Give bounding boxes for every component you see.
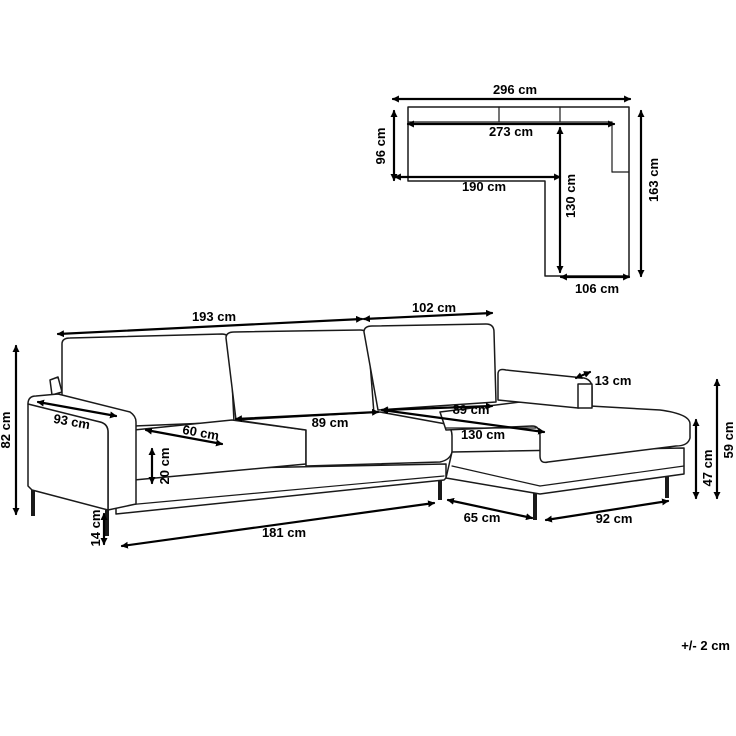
- leg-left-back: [31, 488, 35, 516]
- sofa-perspective: [27, 323, 691, 536]
- leg-left-front: [105, 508, 109, 536]
- label-13: 13 cm: [595, 373, 632, 388]
- label-65: 65 cm: [464, 510, 501, 525]
- dim-line-65: [446, 497, 534, 521]
- dim-line-130-chaise: [380, 407, 546, 435]
- label-82: 82 cm: [0, 412, 13, 449]
- dim-line-102: [362, 309, 494, 323]
- plan-outline: [407, 106, 630, 277]
- label-92: 92 cm: [596, 511, 633, 526]
- dim-line-93: [36, 399, 118, 419]
- label-96: 96 cm: [373, 128, 388, 165]
- label-93: 93 cm: [52, 411, 91, 432]
- dim-line-193: [56, 315, 364, 338]
- label-130-top: 130 cm: [563, 174, 578, 218]
- label-89-left: 89 cm: [312, 415, 349, 430]
- left-arm-back: [49, 376, 63, 396]
- label-296: 296 cm: [493, 82, 537, 97]
- back-cushion-middle: [225, 329, 375, 421]
- label-47: 47 cm: [700, 450, 715, 487]
- dim-line-92: [544, 498, 670, 523]
- label-190: 190 cm: [462, 179, 506, 194]
- leg-mid: [438, 478, 442, 500]
- label-89-right: 89 cm: [453, 402, 490, 417]
- label-181: 181 cm: [262, 525, 306, 540]
- chaise-base-line-1: [451, 465, 541, 487]
- label-60: 60 cm: [181, 422, 220, 443]
- label-20: 20 cm: [157, 448, 172, 485]
- tolerance-note: +/- 2 cm: [681, 638, 730, 653]
- label-273: 273 cm: [489, 124, 533, 139]
- label-14: 14 cm: [88, 510, 103, 547]
- label-193: 193 cm: [192, 309, 236, 324]
- leg-chaise-front: [533, 492, 537, 520]
- right-armrest-front: [577, 383, 593, 409]
- left-armrest-outer: [27, 403, 109, 511]
- label-59: 59 cm: [721, 422, 736, 459]
- dim-line-181: [120, 500, 436, 549]
- chaise-base-line-2: [539, 465, 685, 487]
- back-cushion-right: [363, 323, 497, 411]
- leg-chaise-right: [665, 476, 669, 498]
- label-106: 106 cm: [575, 281, 619, 296]
- dim-line-60: [144, 427, 224, 447]
- dim-line-13: [574, 370, 592, 380]
- dim-line-89-left: [234, 408, 380, 423]
- label-102: 102 cm: [412, 300, 456, 315]
- label-130-chaise: 130 cm: [461, 427, 505, 442]
- label-163: 163 cm: [646, 158, 661, 202]
